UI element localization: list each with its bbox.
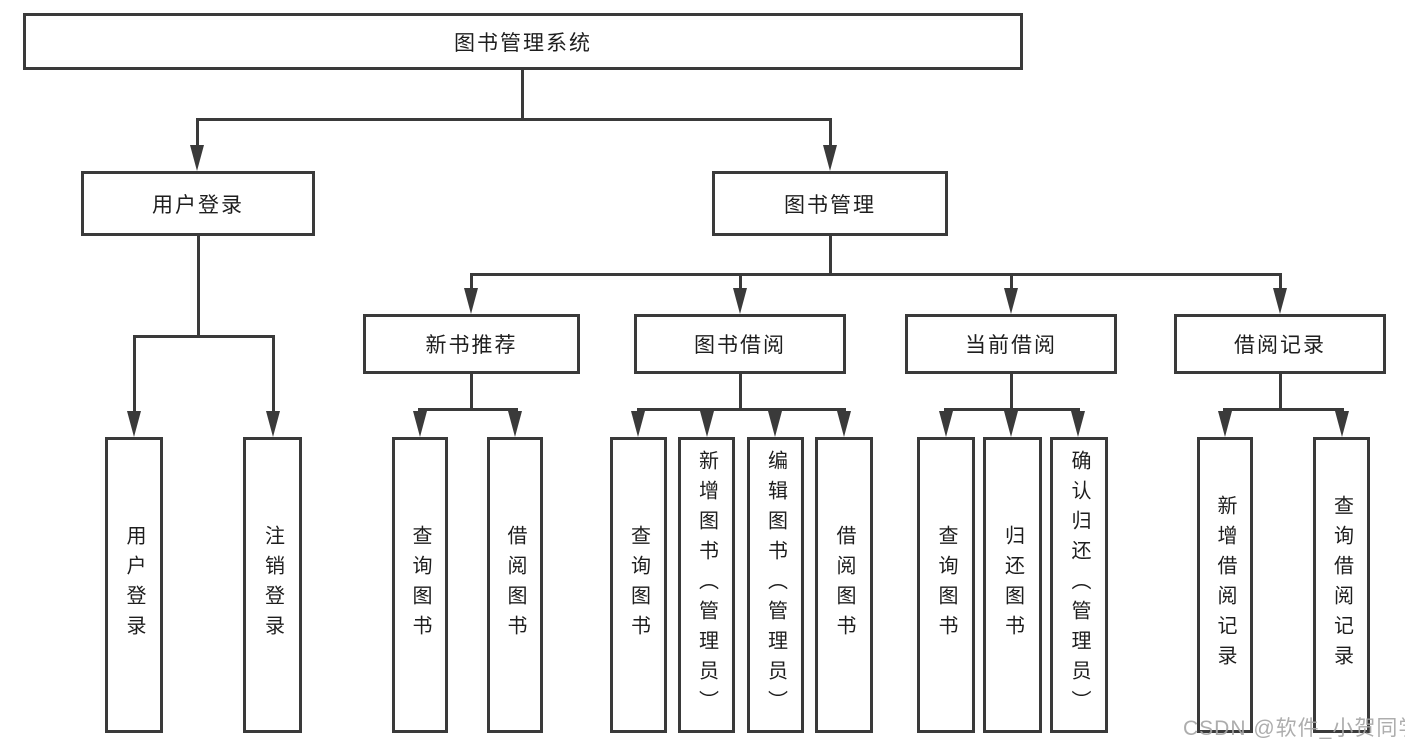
leaf-query-borrow-record: 查询借阅记录 — [1313, 437, 1370, 733]
line-vertical — [829, 118, 832, 147]
node-current-borrow: 当前借阅 — [905, 314, 1117, 374]
line-horizontal — [637, 408, 846, 411]
arrow-down-icon — [631, 411, 645, 437]
line-horizontal — [1223, 408, 1344, 411]
csdn-watermark: CSDN @软件_小贺同学 — [1183, 717, 1405, 740]
arrow-down-icon — [464, 288, 478, 314]
line-horizontal — [944, 408, 1080, 411]
line-horizontal — [196, 118, 832, 121]
line-vertical — [197, 236, 200, 335]
arrow-down-icon — [700, 411, 714, 437]
line-vertical — [1279, 273, 1282, 292]
arrow-down-icon — [1071, 411, 1085, 437]
line-vertical — [470, 374, 473, 408]
leaf-query-books-3: 查询图书 — [917, 437, 975, 733]
arrow-down-icon — [1273, 288, 1287, 314]
leaf-query-books-2: 查询图书 — [610, 437, 667, 733]
leaf-user-login: 用户登录 — [105, 437, 163, 733]
line-vertical — [1010, 374, 1013, 408]
arrow-down-icon — [823, 145, 837, 171]
arrow-down-icon — [1218, 411, 1232, 437]
leaf-add-book-admin: 新增图书（管理员） — [678, 437, 735, 733]
line-vertical — [196, 118, 199, 147]
arrow-down-icon — [127, 411, 141, 437]
leaf-edit-book-admin: 编辑图书（管理员） — [747, 437, 804, 733]
leaf-query-books-1: 查询图书 — [392, 437, 448, 733]
line-horizontal — [418, 408, 518, 411]
arrow-down-icon — [733, 288, 747, 314]
node-borrow-records: 借阅记录 — [1174, 314, 1386, 374]
arrow-down-icon — [266, 411, 280, 437]
arrow-down-icon — [1004, 288, 1018, 314]
arrow-down-icon — [837, 411, 851, 437]
arrow-down-icon — [508, 411, 522, 437]
line-vertical — [470, 273, 473, 292]
leaf-logout: 注销登录 — [243, 437, 302, 733]
line-vertical — [133, 335, 136, 413]
leaf-return-book: 归还图书 — [983, 437, 1042, 733]
node-book-borrow: 图书借阅 — [634, 314, 846, 374]
leaf-borrow-books-1: 借阅图书 — [487, 437, 543, 733]
line-vertical — [1279, 374, 1282, 408]
leaf-borrow-books-2: 借阅图书 — [815, 437, 873, 733]
leaf-add-borrow-record: 新增借阅记录 — [1197, 437, 1253, 733]
line-vertical — [829, 236, 832, 273]
node-new-book-recommend: 新书推荐 — [363, 314, 580, 374]
arrow-down-icon — [768, 411, 782, 437]
arrow-down-icon — [939, 411, 953, 437]
arrow-down-icon — [1335, 411, 1349, 437]
leaf-confirm-return-admin: 确认归还（管理员） — [1050, 437, 1108, 733]
line-horizontal — [133, 335, 275, 338]
arrow-down-icon — [413, 411, 427, 437]
arrow-down-icon — [1004, 411, 1018, 437]
line-vertical — [1010, 273, 1013, 292]
node-user-login: 用户登录 — [81, 171, 315, 236]
line-vertical — [739, 273, 742, 292]
line-vertical — [739, 374, 742, 408]
line-vertical — [521, 68, 524, 118]
line-horizontal — [470, 273, 1282, 276]
arrow-down-icon — [190, 145, 204, 171]
node-library-system: 图书管理系统 — [23, 13, 1023, 70]
line-vertical — [272, 335, 275, 413]
node-book-management: 图书管理 — [712, 171, 948, 236]
